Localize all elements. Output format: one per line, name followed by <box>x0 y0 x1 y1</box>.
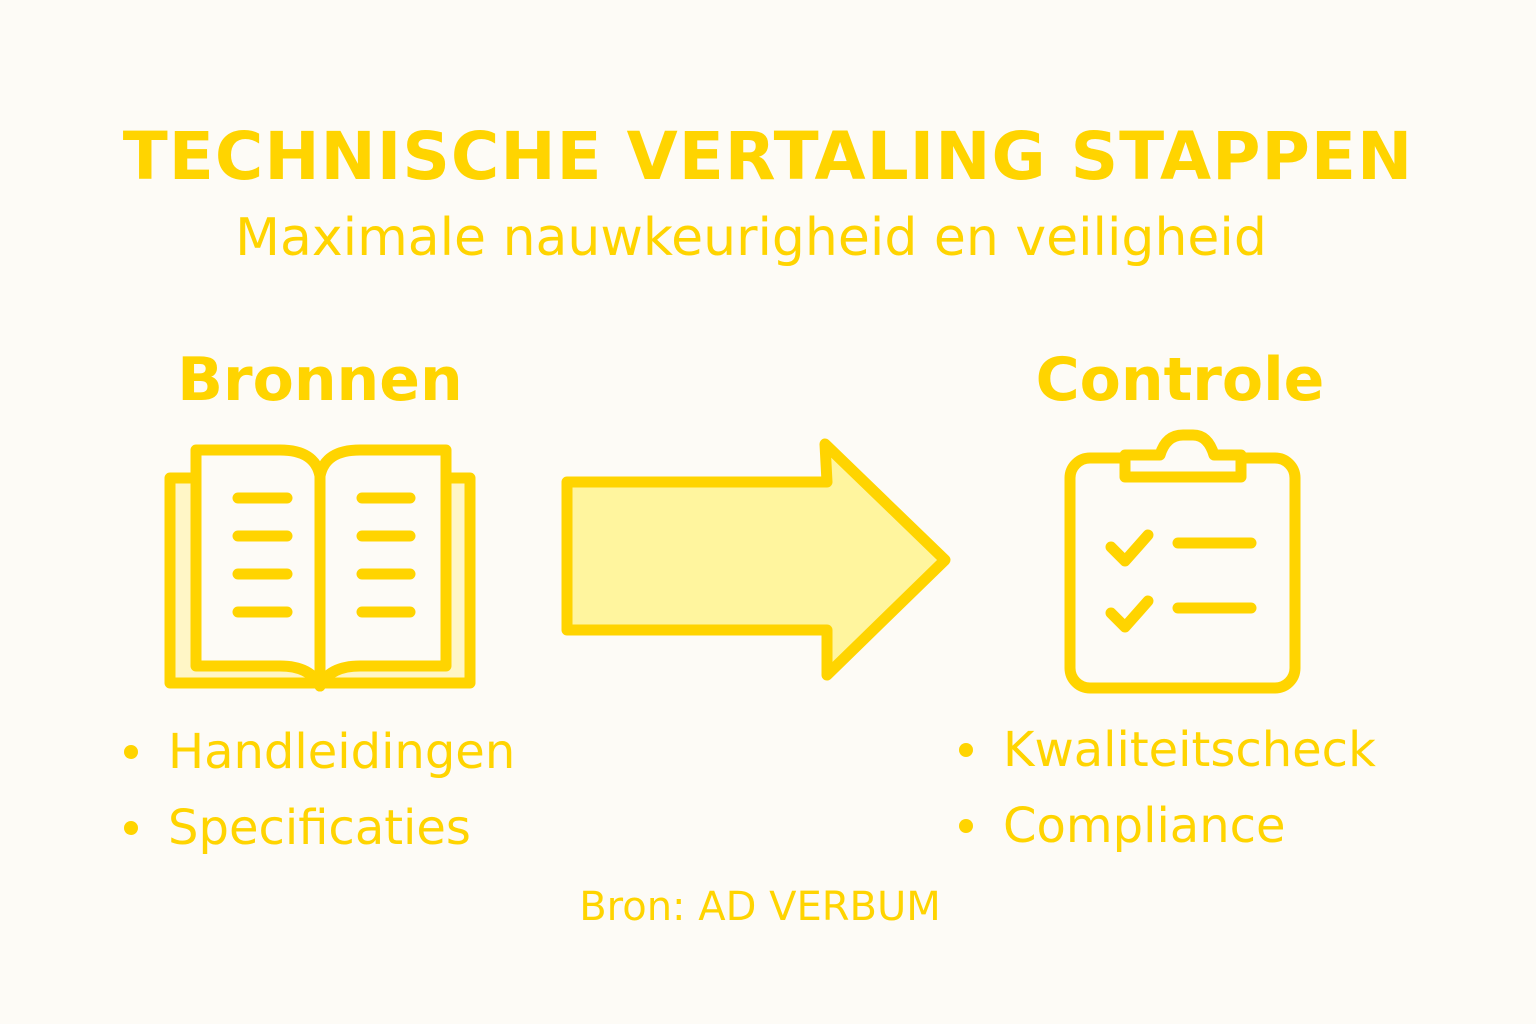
bullet-icon <box>124 821 138 835</box>
bullet-icon <box>959 743 973 757</box>
diagram-subtitle: Maximale nauwkeurigheid en veiligheid <box>235 208 1267 268</box>
source-credit: Bron: AD VERBUM <box>579 884 941 930</box>
step-heading-controle: Controle <box>1035 345 1325 415</box>
list-item: Kwaliteitscheck <box>959 712 1376 788</box>
clipboard-checklist-icon <box>1064 429 1301 694</box>
open-book-icon <box>164 444 476 692</box>
controle-list: Kwaliteitscheck Compliance <box>959 712 1376 864</box>
bullet-icon <box>124 745 138 759</box>
arrow-right-icon <box>561 438 951 681</box>
bullet-icon <box>959 819 973 833</box>
list-item: Specificaties <box>124 790 515 866</box>
list-item: Handleidingen <box>124 714 515 790</box>
list-item: Compliance <box>959 788 1376 864</box>
bronnen-list: Handleidingen Specificaties <box>124 714 515 866</box>
diagram-title: TECHNISCHE VERTALING STAPPEN <box>122 118 1414 195</box>
step-heading-bronnen: Bronnen <box>177 345 463 415</box>
